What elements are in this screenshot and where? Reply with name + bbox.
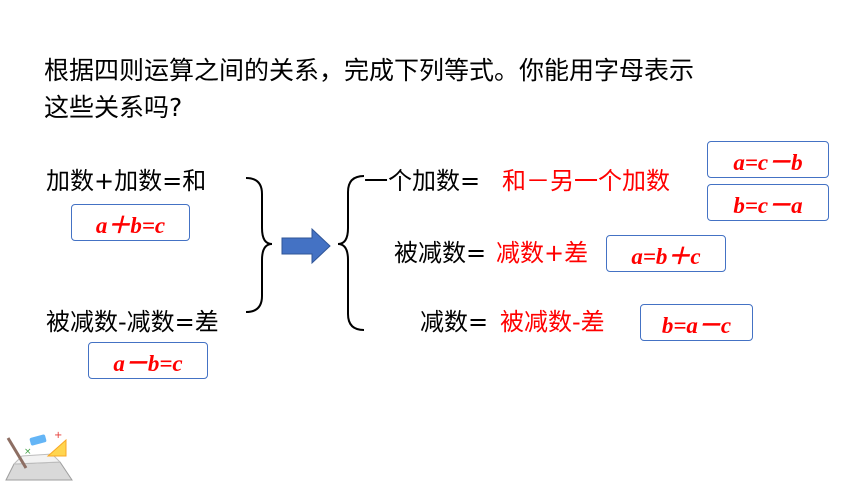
addition-relation-label: 加数+加数=和	[46, 167, 207, 195]
addition-formula-box: a＋b=c	[71, 204, 190, 241]
row1-answer: 和－另一个加数	[502, 167, 670, 195]
row3-formula-box: b=a－c	[640, 304, 753, 341]
row2-prefix: 被减数=	[394, 239, 487, 267]
subtraction-formula-box: a－b=c	[88, 342, 208, 379]
row1-prefix: 一个加数=	[364, 167, 481, 195]
subtraction-relation-label: 被减数-减数=差	[46, 308, 219, 336]
row3-prefix: 减数=	[420, 308, 489, 336]
math-tools-icon: + ×	[5, 430, 73, 481]
row2-formula-box: a=b＋c	[606, 235, 726, 272]
svg-text:×: ×	[24, 447, 32, 457]
row2-answer: 减数+差	[496, 239, 589, 267]
svg-text:+: +	[54, 430, 62, 441]
arrow-right-icon	[281, 227, 331, 265]
question-line-2: 这些关系吗?	[44, 93, 183, 122]
row1-formula-b-box: b=c－a	[707, 184, 829, 221]
question-text: 根据四则运算之间的关系，完成下列等式。你能用字母表示 这些关系吗?	[44, 52, 824, 126]
row1-formula-a-box: a=c－b	[707, 141, 829, 178]
row3-answer: 被减数-差	[500, 308, 605, 336]
left-brace	[245, 177, 273, 313]
right-brace	[337, 175, 365, 331]
question-line-1: 根据四则运算之间的关系，完成下列等式。你能用字母表示	[44, 56, 695, 85]
